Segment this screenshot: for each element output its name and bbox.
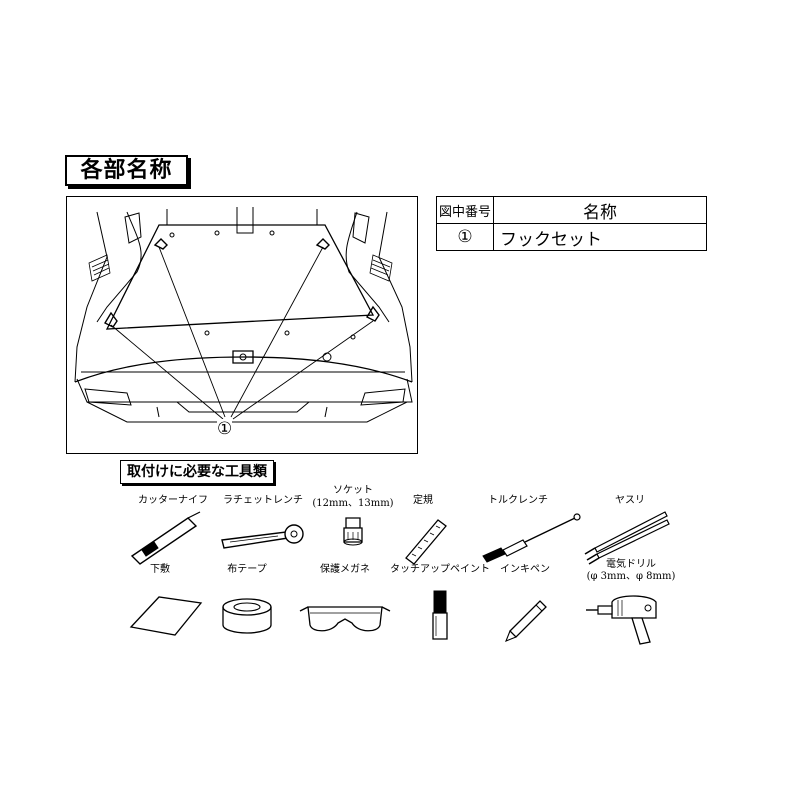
tool-label: ラチェットレンチ bbox=[223, 495, 303, 506]
tool-torque-wrench: トルクレンチ bbox=[463, 494, 581, 564]
tool-ruler: 定規 bbox=[368, 494, 478, 565]
tool-label: カッターナイフ bbox=[138, 495, 208, 506]
utility-knife-icon bbox=[130, 511, 201, 565]
vehicle-rear-illustration bbox=[74, 207, 413, 423]
cargo-area-diagram: ① bbox=[66, 196, 418, 454]
table-row: ① フックセット bbox=[435, 223, 708, 251]
tool-utility-knife: カッターナイフ bbox=[118, 494, 228, 565]
table-header-row: 図中番号 名称 bbox=[435, 196, 708, 224]
tool-label: 定規 bbox=[413, 495, 433, 506]
tool-label: ヤスリ bbox=[615, 495, 645, 506]
tool-ratchet-wrench: ラチェットレンチ bbox=[208, 494, 318, 564]
tool-label: インキペン bbox=[500, 564, 550, 575]
header-number: 図中番号 bbox=[435, 196, 495, 224]
cloth-tape-icon bbox=[222, 598, 272, 634]
cargo-floor bbox=[105, 224, 375, 330]
tool-touch-up-paint: タッチアップペイント bbox=[385, 563, 495, 640]
tool-sublabel: (12mm、13mm) bbox=[312, 498, 394, 509]
tool-label: タッチアップペイント bbox=[390, 564, 490, 575]
left-vent bbox=[88, 254, 111, 282]
tool-label: 電気ドリル bbox=[606, 559, 656, 570]
tool-electric-drill: 電気ドリル (φ 3mm、φ 8mm) bbox=[576, 558, 686, 645]
header-name: 名称 bbox=[493, 196, 708, 224]
callout-leader-lines bbox=[110, 246, 374, 420]
ratchet-wrench-icon bbox=[221, 524, 304, 549]
part-number: ① bbox=[435, 223, 495, 251]
callout-label: ① bbox=[217, 419, 233, 439]
mat-icon bbox=[129, 596, 203, 636]
section-title: 各部名称 bbox=[65, 155, 188, 186]
tool-label: ソケット bbox=[333, 485, 373, 496]
ink-pen-icon bbox=[505, 600, 547, 642]
tool-ink-pen: インキペン bbox=[470, 563, 580, 642]
socket-icon bbox=[343, 517, 363, 546]
tool-label: 布テープ bbox=[227, 564, 267, 575]
tool-socket: ソケット (12mm、13mm) bbox=[298, 484, 408, 554]
torque-wrench-icon bbox=[482, 513, 581, 563]
tool-label: 保護メガネ bbox=[320, 564, 370, 575]
hook-rear-left bbox=[104, 311, 118, 328]
safety-glasses-icon bbox=[299, 606, 391, 632]
parts-table: 図中番号 名称 ① フックセット bbox=[435, 196, 708, 251]
hook-rear-right bbox=[366, 305, 380, 322]
tool-mat: 下敷 bbox=[105, 563, 215, 636]
right-vent bbox=[369, 254, 393, 282]
file-icon bbox=[584, 511, 670, 565]
tools-title: 取付けに必要な工具類 bbox=[120, 460, 274, 484]
tool-label: 下敷 bbox=[150, 564, 170, 575]
electric-drill-icon bbox=[586, 595, 657, 645]
tool-sublabel: (φ 3mm、φ 8mm) bbox=[586, 571, 676, 582]
tool-safety-glasses: 保護メガネ bbox=[290, 563, 400, 633]
ruler-icon bbox=[405, 519, 447, 565]
tool-cloth-tape: 布テープ bbox=[192, 563, 302, 634]
part-name: フックセット bbox=[493, 223, 708, 251]
tailgate-latch bbox=[232, 350, 254, 364]
touch-up-paint-icon bbox=[432, 590, 448, 640]
hook-front-left bbox=[153, 238, 168, 250]
rear-bumper bbox=[74, 356, 413, 383]
tool-label: トルクレンチ bbox=[488, 495, 548, 506]
tool-file: ヤスリ bbox=[575, 494, 685, 565]
